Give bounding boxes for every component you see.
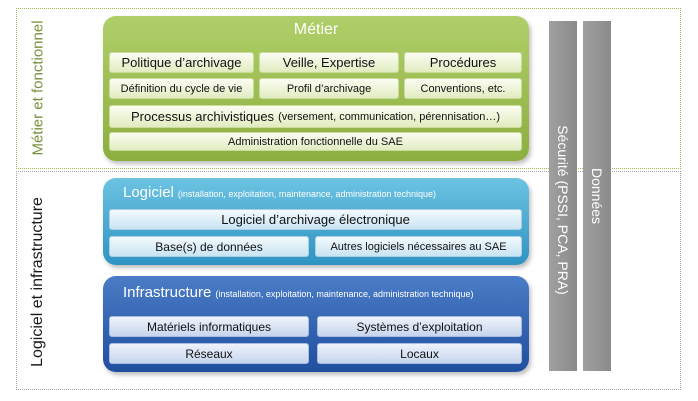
metier-title: Métier [293,21,339,38]
autres-logiciels-box: Autres logiciels nécessaires au SAE [315,236,522,257]
logiciel-block: Logiciel(installation, exploitation, mai… [103,178,529,265]
procedures-box: Procédures [404,52,522,73]
profil-archivage-box: Profil d’archivage [259,78,399,99]
infrastructure-title: Infrastructure [123,284,212,301]
logiciel-subtitle: (installation, exploitation, maintenance… [177,189,437,199]
logiciel-title: Logiciel [123,184,174,201]
zone-logiciel-infrastructure [16,171,681,390]
zone-label-metier-fonctionnel: Métier et fonctionnel [29,20,47,156]
cycle-de-vie-box: Définition du cycle de vie [109,78,254,99]
veille-expertise-box: Veille, Expertise [259,52,399,73]
locaux-box: Locaux [317,343,522,364]
infrastructure-subtitle: (installation, exploitation, maintenance… [215,289,474,299]
securite-label: Sécurité (PSSI, PCA, PRA) [555,125,571,295]
logiciel-title-line: Logiciel(installation, exploitation, mai… [123,184,436,201]
securite-bar [549,21,577,371]
donnees-label: Données [589,167,605,225]
conventions-box: Conventions, etc. [404,78,522,99]
donnees-bar [583,21,611,371]
metier-block: Métier Politique d’archivage Veille, Exp… [103,16,529,161]
reseaux-box: Réseaux [109,343,309,364]
politique-archivage-box: Politique d’archivage [109,52,254,73]
processus-archivistiques-box: Processus archivistiques (versement, com… [109,105,522,128]
zone-metier-fonctionnel [16,8,681,169]
processus-detail-text: (versement, communication, pérennisation… [278,110,500,123]
processus-main-text: Processus archivistiques [131,109,275,124]
logiciel-archivage-box: Logiciel d’archivage électronique [109,209,522,230]
zone-label-logiciel-infrastructure: Logiciel et infrastructure [29,197,46,367]
infrastructure-title-line: Infrastructure(installation, exploitatio… [123,284,474,301]
administration-fonctionnelle-box: Administration fonctionnelle du SAE [109,132,522,151]
bases-donnees-box: Base(s) de données [109,236,309,257]
systemes-exploitation-box: Systèmes d’exploitation [317,316,522,337]
materiels-informatiques-box: Matériels informatiques [109,316,309,337]
infrastructure-block: Infrastructure(installation, exploitatio… [103,276,529,372]
